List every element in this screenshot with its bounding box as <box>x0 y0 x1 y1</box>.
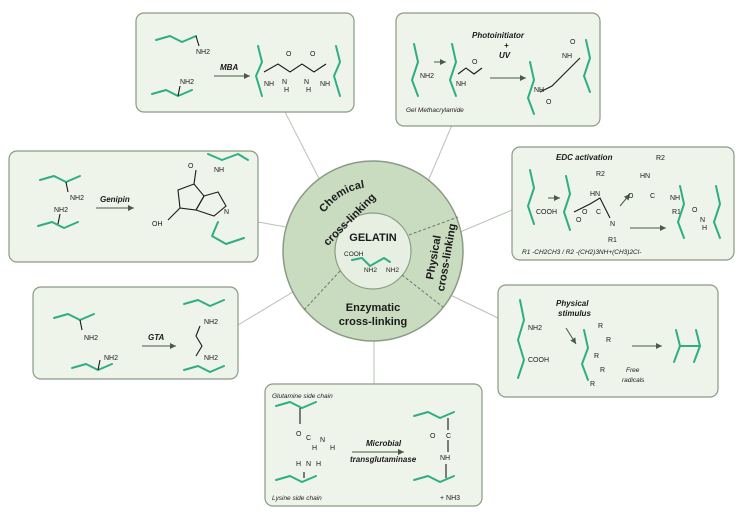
svg-text:NH2: NH2 <box>180 79 194 86</box>
svg-text:NH2: NH2 <box>204 355 218 362</box>
svg-text:NH2: NH2 <box>364 267 377 274</box>
svg-text:COOH: COOH <box>536 209 557 216</box>
svg-text:OH: OH <box>152 221 163 228</box>
svg-text:NH: NH <box>264 81 274 88</box>
svg-text:NH2: NH2 <box>420 73 434 80</box>
center-title: GELATIN <box>349 232 397 244</box>
panel-mba: NH2 NH2 MBA O O NH N N H H NH <box>135 12 355 113</box>
svg-text:GTA: GTA <box>148 333 165 342</box>
svg-text:R1: R1 <box>672 209 681 216</box>
svg-text:NH: NH <box>440 455 450 462</box>
svg-text:H: H <box>330 445 335 452</box>
svg-text:Photoinitiator: Photoinitiator <box>472 31 525 40</box>
svg-text:NH: NH <box>562 53 572 60</box>
svg-text:C: C <box>446 433 451 440</box>
svg-text:stimulus: stimulus <box>558 309 591 318</box>
svg-text:transglutaminase: transglutaminase <box>350 455 417 464</box>
svg-text:O: O <box>430 433 436 440</box>
svg-text:NH2: NH2 <box>84 335 98 342</box>
svg-text:O: O <box>692 207 698 214</box>
ring-label-enzymatic: Enzymatic <box>346 302 400 314</box>
svg-text:UV: UV <box>499 51 511 60</box>
panel-genipin: NH2 NH2 Genipin O NH OH N <box>8 150 259 263</box>
svg-text:Gel Methacrylamide: Gel Methacrylamide <box>406 107 464 114</box>
hub: Chemical cross-linking Physical cross-li… <box>282 160 464 342</box>
svg-text:C: C <box>306 435 311 442</box>
svg-text:O: O <box>188 163 194 170</box>
ring-divider <box>408 216 459 236</box>
svg-text:NH2: NH2 <box>196 49 210 56</box>
svg-text:R1 -CH2CH3 / R2 -(CH2)3NH+(CH3: R1 -CH2CH3 / R2 -(CH2)3NH+(CH3)2Cl- <box>522 249 642 256</box>
svg-text:O: O <box>576 217 582 224</box>
svg-text:N: N <box>304 79 309 86</box>
svg-text:+: + <box>504 41 509 50</box>
svg-text:R1: R1 <box>608 237 617 244</box>
svg-text:COOH: COOH <box>344 251 364 258</box>
svg-text:NH: NH <box>320 81 330 88</box>
svg-text:R: R <box>594 353 599 360</box>
panel-physical: NH2 COOH Physical stimulus R R R R R Fre… <box>497 284 719 398</box>
svg-text:MBA: MBA <box>220 63 238 72</box>
svg-text:R: R <box>600 367 605 374</box>
svg-text:R: R <box>590 381 595 388</box>
svg-text:NH2: NH2 <box>104 355 118 362</box>
svg-text:NH: NH <box>214 167 224 174</box>
svg-text:H: H <box>312 445 317 452</box>
svg-text:NH2: NH2 <box>54 207 68 214</box>
ring-divider <box>401 274 444 308</box>
svg-text:Glutamine side chain: Glutamine side chain <box>272 393 333 400</box>
svg-text:H: H <box>296 461 301 468</box>
svg-text:NH: NH <box>534 87 544 94</box>
svg-text:Microbial: Microbial <box>366 439 402 448</box>
svg-text:Free: Free <box>626 367 640 374</box>
svg-text:NH: NH <box>456 81 466 88</box>
svg-text:H: H <box>702 225 707 232</box>
svg-text:C: C <box>596 209 601 216</box>
svg-text:R: R <box>606 337 611 344</box>
svg-text:R2: R2 <box>596 171 605 178</box>
svg-text:R: R <box>598 323 603 330</box>
svg-text:Genipin: Genipin <box>100 195 130 204</box>
panel-enzymatic: Glutamine side chain O C N H H H N H Lys… <box>264 383 483 507</box>
inner-disc <box>334 212 412 290</box>
svg-text:R2: R2 <box>656 155 665 162</box>
svg-text:NH2: NH2 <box>204 319 218 326</box>
svg-text:HN: HN <box>590 191 600 198</box>
svg-text:H: H <box>306 87 311 94</box>
svg-text:O: O <box>286 51 292 58</box>
svg-text:O: O <box>310 51 316 58</box>
svg-text:N: N <box>610 221 615 228</box>
svg-text:N: N <box>282 79 287 86</box>
svg-text:O: O <box>582 209 588 216</box>
svg-text:NH: NH <box>670 195 680 202</box>
panel-photoinitiator: NH2 O NH Photoinitiator + UV O NH O NH G… <box>395 12 601 127</box>
ring-label-enzymatic-2: cross-linking <box>339 316 407 328</box>
svg-text:+ NH3: + NH3 <box>440 495 460 502</box>
svg-text:EDC activation: EDC activation <box>556 153 613 162</box>
svg-text:O: O <box>296 431 302 438</box>
svg-text:NH2: NH2 <box>528 325 542 332</box>
svg-text:O: O <box>546 99 552 106</box>
svg-text:H: H <box>316 461 321 468</box>
svg-text:N: N <box>320 437 325 444</box>
panel-gta: NH2 NH2 GTA NH2 NH2 <box>32 286 239 380</box>
svg-text:O: O <box>628 193 634 200</box>
svg-text:Lysine side chain: Lysine side chain <box>272 495 322 502</box>
svg-text:radicals: radicals <box>622 377 645 384</box>
svg-text:COOH: COOH <box>528 357 549 364</box>
svg-text:N: N <box>700 217 705 224</box>
svg-text:N: N <box>306 461 311 468</box>
svg-text:N: N <box>224 209 229 216</box>
svg-text:NH2: NH2 <box>386 267 399 274</box>
panel-edc: EDC activation COOH R2 HN O C O N R1 R2 … <box>511 146 735 261</box>
svg-text:C: C <box>650 193 655 200</box>
svg-text:NH2: NH2 <box>70 195 84 202</box>
svg-text:Physical: Physical <box>556 299 589 308</box>
svg-text:O: O <box>570 39 576 46</box>
svg-text:O: O <box>472 59 478 66</box>
ring-divider <box>303 270 341 311</box>
svg-text:H: H <box>284 87 289 94</box>
svg-text:HN: HN <box>640 173 650 180</box>
